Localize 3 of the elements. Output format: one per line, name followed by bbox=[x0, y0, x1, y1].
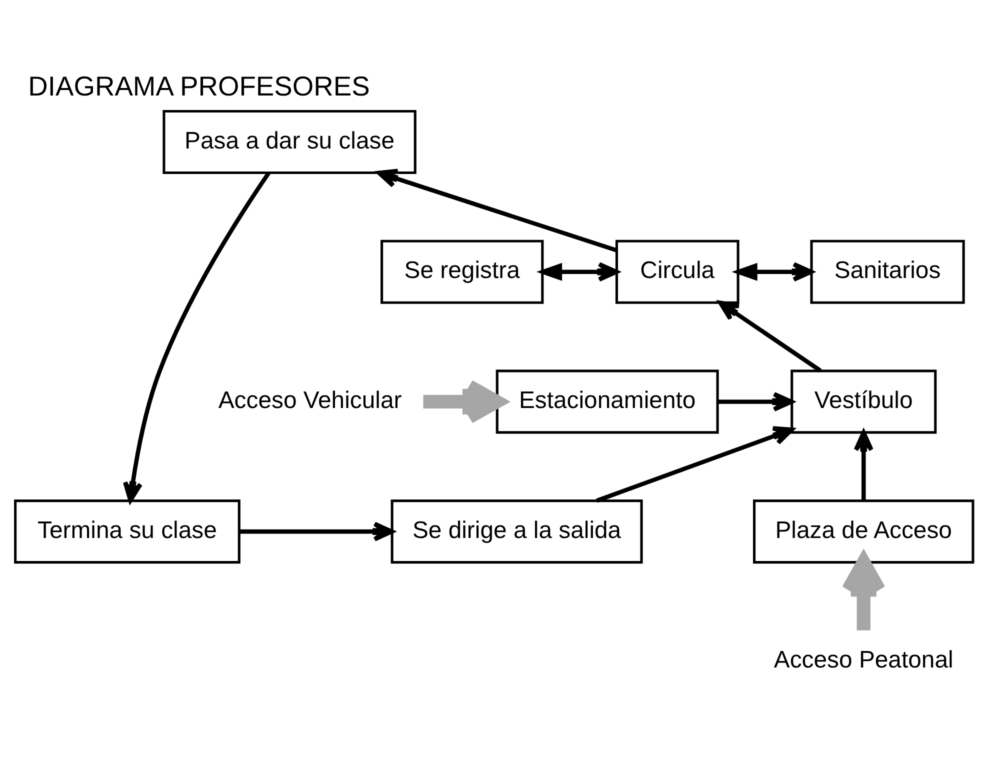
diagram-title: DIAGRAMA PROFESORES bbox=[28, 70, 370, 102]
node-text: Acceso Vehicular bbox=[218, 386, 402, 414]
node-text: Acceso Peatonal bbox=[774, 646, 954, 674]
